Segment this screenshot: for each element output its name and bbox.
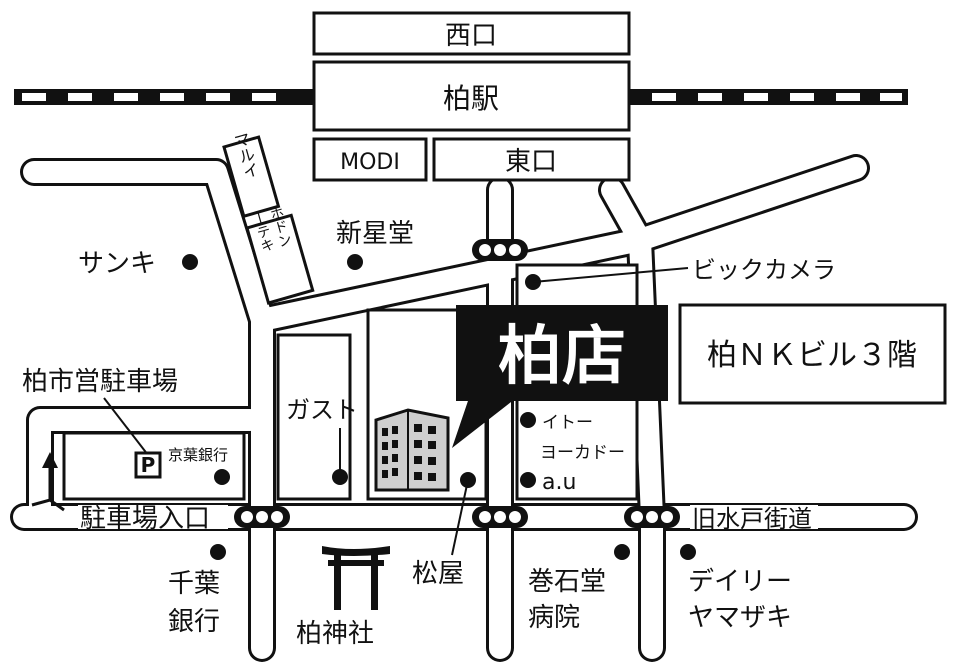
ito-yokado-label-1: イトー (542, 413, 593, 433)
parking-sign-icon (134, 451, 162, 479)
railway-track-east (630, 89, 908, 105)
parking-leader (103, 397, 149, 456)
station-name-label: 柏駅 (443, 82, 499, 115)
keiyo-bank-marker (214, 469, 230, 485)
east-exit-box (432, 137, 631, 182)
bic-camera-label: ビックカメラ (692, 256, 836, 284)
railway-track-west (14, 89, 314, 105)
daily-yamazaki-label-2: ヤマザキ (688, 603, 792, 633)
bic-camera-leader (532, 267, 689, 283)
gusto-marker (332, 469, 348, 485)
modi-label: MODI (340, 150, 400, 175)
makiishido-marker (614, 544, 630, 560)
au-marker (520, 472, 536, 488)
modi-box (312, 137, 428, 182)
kashiwa-shrine-label: 柏神社 (296, 619, 374, 649)
east-exit-label: 東口 (505, 147, 557, 177)
station-complex: 西口 柏駅 MODI 東口 (312, 11, 631, 182)
daily-yamazaki-label-1: デイリー (688, 567, 792, 597)
shrine-torii-icon (322, 546, 390, 610)
store-badge (456, 305, 668, 401)
sanki-label: サンキ (78, 249, 156, 279)
ito-yokado-label-2: ヨーカドー (540, 443, 625, 463)
marui-box: マルイ (222, 130, 281, 219)
gusto-label: ガスト (286, 396, 358, 424)
station-box (312, 60, 631, 132)
building-name-label: 柏ＮＫビル３階 (707, 338, 917, 373)
traffic-signal-icon (234, 506, 290, 528)
parking-entrance-bg (78, 505, 228, 529)
matsuya-leader (451, 479, 469, 556)
makiishido-label-2: 病院 (528, 603, 580, 633)
store-callout: 柏店 (452, 305, 668, 448)
chiba-bank-marker (210, 544, 226, 560)
matsuya-label: 松屋 (412, 559, 464, 589)
store-name-label: 柏店 (498, 320, 626, 394)
parking-name-label: 柏市営駐車場 (22, 367, 178, 397)
west-exit-box (312, 11, 631, 56)
parking-entry-arrow-icon (31, 452, 65, 512)
west-exit-label: 西口 (445, 21, 497, 51)
chiba-bank-label-1: 千葉 (168, 569, 220, 599)
daily-yamazaki-marker (680, 544, 696, 560)
keiyo-bank-label: 京葉銀行 (168, 446, 228, 464)
parking-sign-label: P (141, 453, 156, 477)
au-label: a.u (542, 470, 576, 495)
traffic-signal-icon (472, 506, 528, 528)
kyu-mito-kaido-label: 旧水戸街道 (692, 505, 812, 533)
kaido-label-bg (690, 505, 818, 529)
sanki-marker (182, 254, 198, 270)
parking-entrance-label: 駐車場入口 (80, 504, 210, 534)
hodoten-box: ホドン ーテキ (245, 204, 315, 305)
makiishido-label-1: 巻石堂 (528, 567, 606, 597)
traffic-signal-icon (472, 239, 528, 261)
shinseido-label: 新星堂 (336, 219, 414, 249)
shinseido-marker (347, 254, 363, 270)
ito-yokado-marker (520, 412, 536, 428)
building-name-box (678, 303, 947, 405)
traffic-signal-icon (624, 506, 680, 528)
office-building-icon (374, 408, 450, 492)
chiba-bank-label-2: 銀行 (168, 607, 220, 637)
